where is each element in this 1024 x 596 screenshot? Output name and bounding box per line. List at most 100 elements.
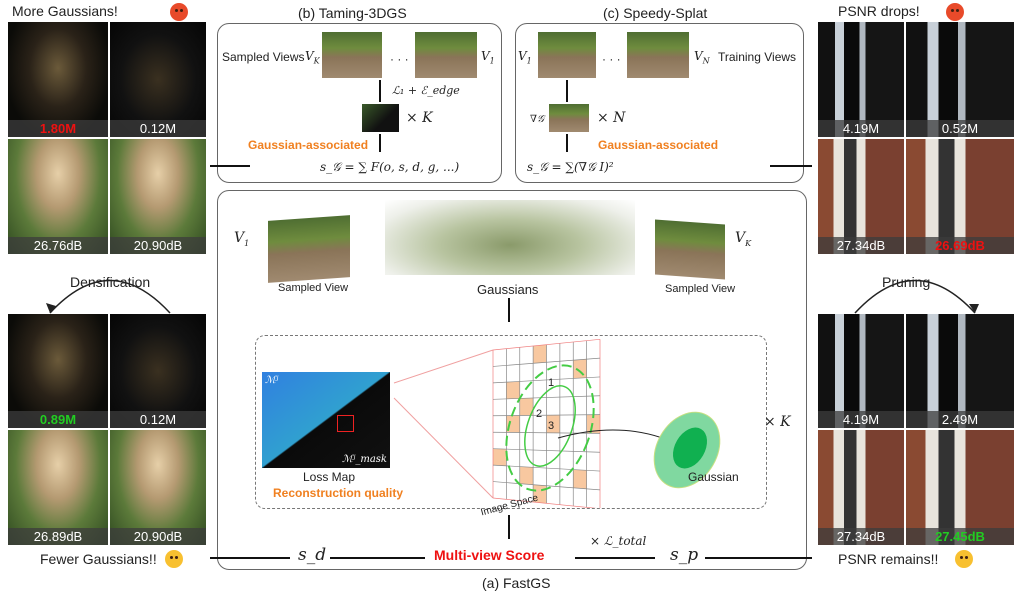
highlighted-pixel [506,381,520,399]
gaussian-count: 0.89M [8,411,108,428]
sampled-view-label: Sampled View [665,283,736,295]
loss-formula: ℒ₁ + ℰ_edge [392,84,460,97]
psnr-value: 26.76dB [8,237,108,254]
multi-view-score: Multi-view Score [434,547,545,563]
psnr-value: 27.45dB [906,528,1014,545]
fastgs-caption: (a) FastGS [482,575,551,591]
sampled-view-image [268,215,350,283]
score-computation-box [255,335,767,509]
pruning-arc [854,279,979,314]
cell-2: 2 [536,408,543,420]
cell-1: 1 [548,377,555,389]
arrow-to-left [210,557,290,559]
arrow-to-left [210,165,250,167]
arrow [566,134,568,152]
gaussians-pointcloud [385,200,635,275]
image-tile: 0.89M [8,314,108,428]
m-mask-label: ℳʲ_mask [342,454,387,465]
cell-3: 3 [548,420,555,432]
right-title: PSNR drops! [838,3,920,19]
loss-map-label: Loss Map [303,470,356,484]
angry-face-icon [946,3,964,21]
gradient-image [549,104,589,132]
taming-panel [217,23,502,183]
ellipsis: · · · [390,52,409,66]
left-title: More Gaussians! [12,3,118,19]
grid-line [492,395,601,400]
image-tile: 4.19M [818,22,904,137]
image-tile: 4.19M [818,314,904,428]
image-tile: 1.80M [8,22,108,137]
training-views-label: Training Views [718,50,797,64]
image-tile: 20.90dB [110,139,206,254]
grid-line [492,431,601,434]
sd-label: s_d [298,545,327,565]
arrow [379,80,381,102]
view-image [538,32,596,78]
highlighted-pixel [546,415,560,433]
taming-score-formula: s_𝒢 = ∑ F(o, s, d, g, ...) [320,160,460,174]
image-tile: 27.34dB [818,139,904,254]
times-n: × N [597,110,626,126]
sampled-view-image [655,219,725,280]
psnr-value: 20.90dB [110,528,206,545]
loss-map-image: ℳʲ ℳʲ_mask [262,372,390,468]
sampled-views-label: Sampled Views [222,50,305,64]
grid-line [492,414,601,417]
arrow-to-sd [330,557,425,559]
image-tile: 2.49M [906,314,1014,428]
grid-line [492,357,601,367]
highlighted-pixel [519,397,534,416]
gaussian-count: 0.12M [110,411,206,428]
image-tile: 27.45dB [906,430,1014,545]
arrow [508,298,510,322]
vn-label: VN [694,49,710,66]
psnr-value: 26.69dB [906,237,1014,254]
highlighted-pixel [493,448,507,466]
reconstruction-quality-label: Reconstruction quality [273,486,404,500]
highlighted-pixel [573,359,587,379]
gaussian-count: 0.52M [906,120,1014,137]
psnr-value: 27.34dB [818,237,904,254]
image-tile: 0.12M [110,314,206,428]
view-image [322,32,382,78]
arrow [508,515,510,539]
gaussian-count: 2.49M [906,411,1014,428]
times-k: × K [764,414,791,430]
densification-arc [46,279,171,314]
image-tile: 0.12M [110,22,206,137]
arrow-to-right [770,165,812,167]
image-tile: 0.52M [906,22,1014,137]
vk-label: VK [305,49,320,66]
arrow [379,134,381,152]
densification-label: Densification [70,274,151,290]
edge-image [362,104,399,132]
arrow-to-sp [575,557,655,559]
hugging-face-icon [955,550,973,568]
v1-label: V1 [481,49,495,66]
times-k: × K [406,110,433,126]
arrow-to-right [705,557,812,559]
gaussian-associated-label: Gaussian-associated [598,138,719,152]
image-space-grid [393,338,721,508]
v1-label: V1 [518,49,532,66]
gaussian-count: 4.19M [818,411,904,428]
image-tile: 26.89dB [8,430,108,545]
sp-label: s_p [670,545,699,565]
speedy-panel [515,23,804,183]
angry-face-icon [170,3,188,21]
gaussians-label: Gaussians [477,282,539,297]
sampled-view-label: Sampled View [278,282,349,294]
gaussian-label: Gaussian [688,470,739,484]
image-tile: 26.76dB [8,139,108,254]
left-bottom-label: Fewer Gaussians!! [40,551,157,567]
image-tile: 20.90dB [110,430,206,545]
gaussian-associated-label: Gaussian-associated [248,138,369,152]
psnr-value: 27.34dB [818,528,904,545]
arrow [566,80,568,102]
psnr-value: 20.90dB [110,237,206,254]
speedy-score-formula: s_𝒢 = ∑(∇𝒢 I)² [527,160,614,174]
m-j-label: ℳʲ [265,375,279,386]
highlighted-pixel [573,469,587,489]
